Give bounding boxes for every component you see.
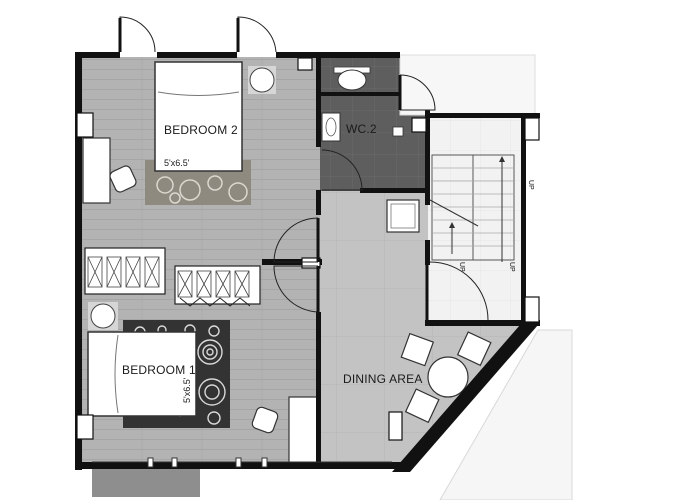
wall-diagonal xyxy=(392,325,538,472)
wall-wc-east xyxy=(425,110,430,205)
doors xyxy=(119,16,489,321)
dining-chair-side xyxy=(386,199,420,233)
dining-area-label: DINING AREA xyxy=(343,372,423,386)
bedroom2-label: BEDROOM 2 xyxy=(164,123,238,137)
dining-furniture: DINING AREA xyxy=(343,199,492,424)
door-bedroom2 xyxy=(273,217,319,263)
wardrobes xyxy=(84,247,261,307)
stair-cut-line xyxy=(429,199,479,227)
door-leaves xyxy=(118,18,429,320)
wardrobe-right xyxy=(174,265,261,305)
column-stair-se xyxy=(524,296,540,323)
dining-chair-top-left xyxy=(400,332,435,367)
wall-wc-partition xyxy=(320,92,400,96)
wall-stair-west xyxy=(425,240,430,265)
column-dining xyxy=(388,411,403,441)
door-bedroom1 xyxy=(273,265,319,313)
wall-wc-south xyxy=(360,188,430,193)
stair-up-text-3: UP xyxy=(527,180,534,190)
stair-up-text-2: UP xyxy=(508,262,515,272)
wall-bedroom1-east xyxy=(316,312,321,467)
stair-up-text-1: UP xyxy=(458,262,465,272)
balcony-rail xyxy=(92,457,392,468)
dining-floor xyxy=(320,191,523,465)
column-bedroom-divider xyxy=(301,257,321,269)
window-bedroom1 xyxy=(76,414,94,440)
bedroom2-bed-size: 5'x6.5' xyxy=(164,158,190,168)
wall-stair-south xyxy=(425,320,540,326)
basin xyxy=(321,112,341,142)
outer-deck xyxy=(439,329,573,500)
wardrobe-left xyxy=(84,247,166,295)
chair-bedroom2 xyxy=(109,165,137,193)
staircase: UP UP UP xyxy=(429,154,534,272)
wall-west xyxy=(75,52,82,470)
door-balcony xyxy=(399,74,436,111)
bedroom1-bed-size: 5'x6.5' xyxy=(182,377,192,403)
bedroom1-label: BEDROOM 1 xyxy=(122,363,196,377)
bottom-balcony xyxy=(92,467,200,497)
door-wc xyxy=(321,149,363,191)
bedroom1-furniture: BEDROOM 1 5'x6.5' xyxy=(87,302,318,464)
bed-bedroom1 xyxy=(87,331,197,417)
wc2-label: WC.2 xyxy=(346,122,377,136)
dining-chair-top-right xyxy=(456,331,492,367)
balcony-floor xyxy=(399,54,536,116)
wc2-fixtures: WC.2 xyxy=(321,66,404,142)
window-north-wc xyxy=(297,57,313,71)
bedroom2-furniture: BEDROOM 2 5'x6.5' xyxy=(82,61,276,205)
window-bedroom2 xyxy=(76,112,94,138)
windows xyxy=(76,57,540,441)
column-stair-ne xyxy=(524,117,540,141)
wall-east xyxy=(521,113,526,328)
wall-wc-west xyxy=(316,57,321,147)
wall-north-1 xyxy=(75,52,120,58)
dining-chair-bottom xyxy=(404,388,440,424)
wall-north-3 xyxy=(276,52,400,58)
door-north-left xyxy=(119,16,156,53)
desk-bedroom1 xyxy=(288,396,318,464)
door-stair-landing xyxy=(429,261,489,321)
wall-stair-north xyxy=(425,113,540,118)
toilet xyxy=(337,69,367,91)
door-north-right xyxy=(237,16,277,53)
wall-bedroom2-east xyxy=(316,190,321,215)
wall-north-2 xyxy=(157,52,237,58)
chair-bedroom1 xyxy=(251,406,279,434)
dresser-bedroom2 xyxy=(82,137,111,204)
bed-bedroom2 xyxy=(154,61,243,172)
column-wc-ne xyxy=(411,117,427,133)
dining-table xyxy=(427,356,469,398)
